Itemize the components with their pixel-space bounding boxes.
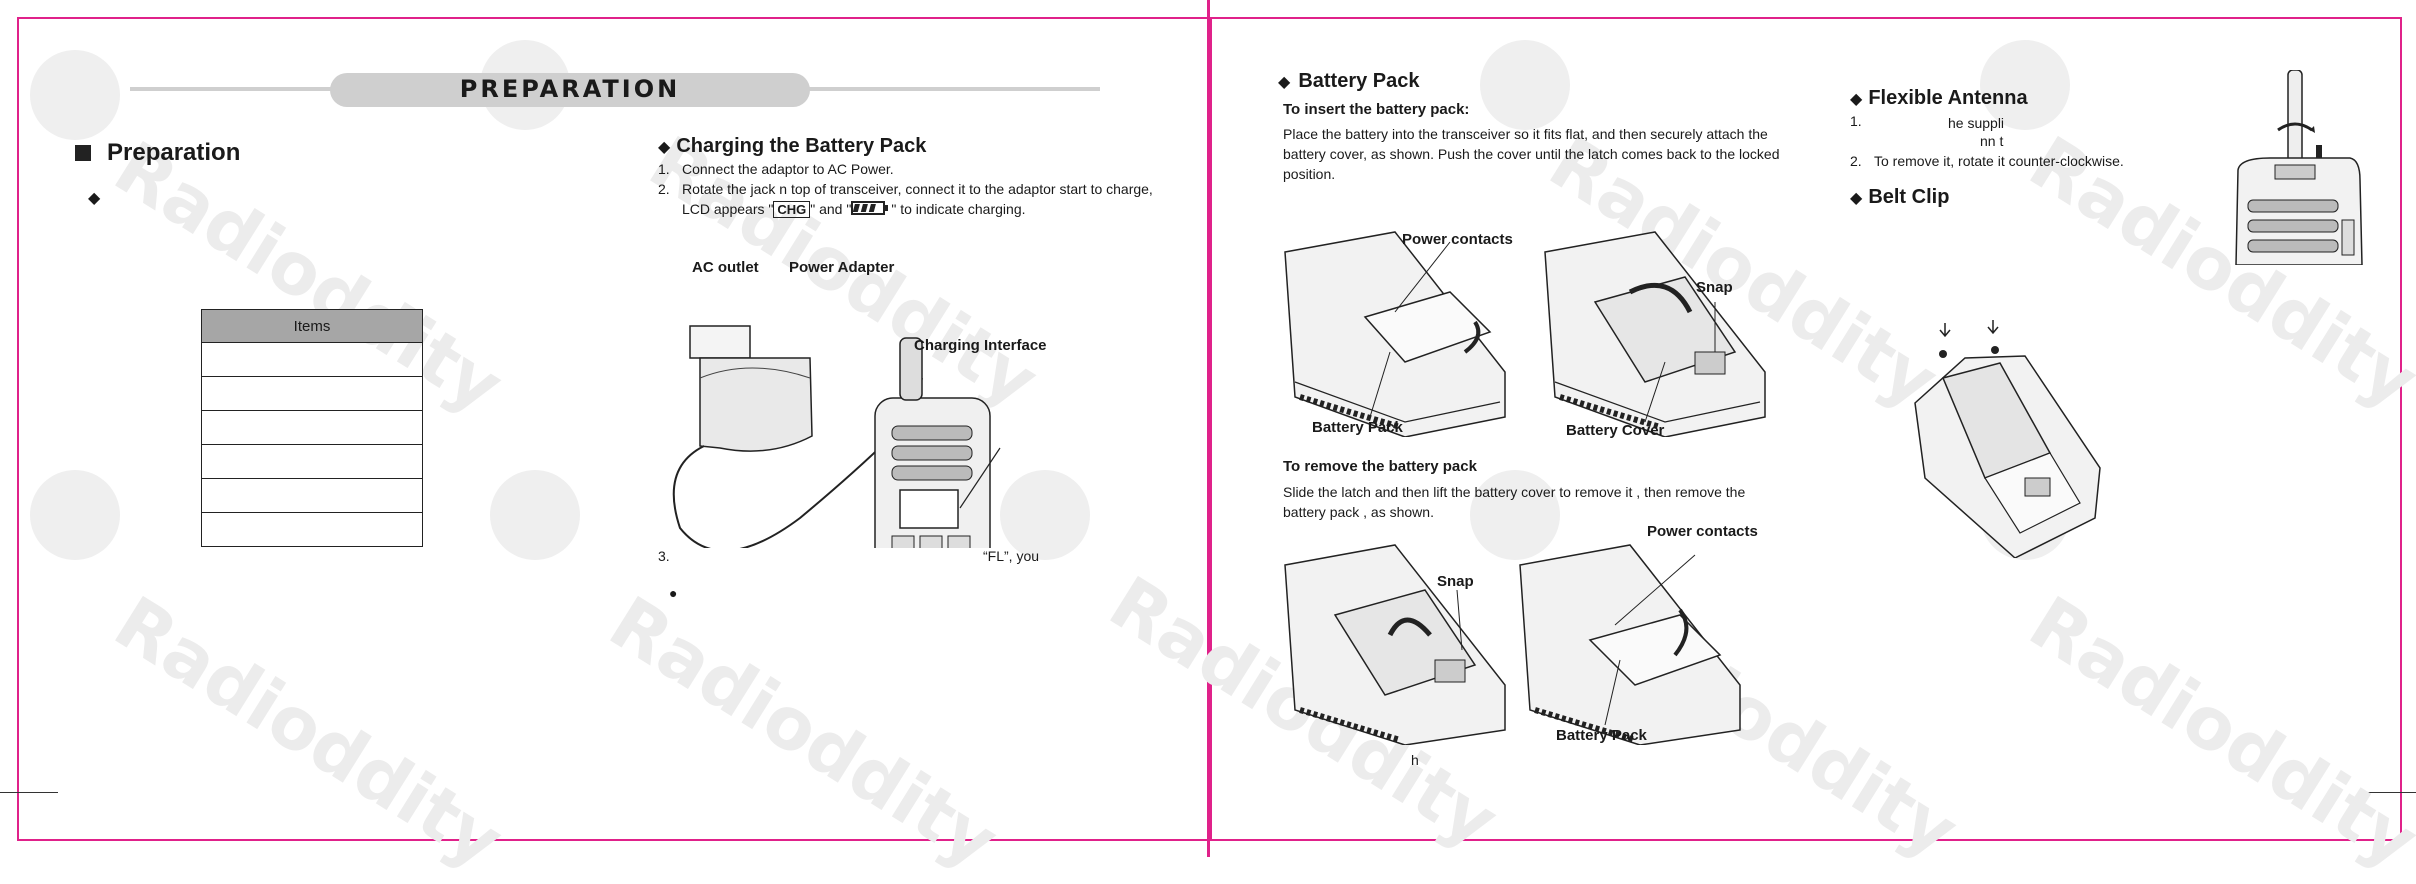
antenna-step-1-line-1: he suppli bbox=[1948, 115, 2005, 131]
remove-heading: To remove the battery pack bbox=[1283, 458, 1477, 475]
belt-clip-heading: ◆ Belt Clip bbox=[1850, 186, 1949, 209]
crop-mark-left bbox=[0, 792, 58, 793]
snap-label: Snap bbox=[1437, 573, 1474, 590]
insert-text: Place the battery into the transceiver s… bbox=[1283, 126, 1780, 182]
antenna-title: Flexible Antenna bbox=[1868, 87, 2028, 109]
battery-insert-illustration bbox=[1284, 231, 1766, 437]
belt-clip-title: Belt Clip bbox=[1868, 186, 1950, 208]
bullet-icon: ● bbox=[669, 585, 678, 601]
battery-pack-label: Battery Pack bbox=[1556, 727, 1647, 744]
remove-text: Slide the latch and then lift the batter… bbox=[1283, 484, 1746, 520]
antenna-step-1-line-2: nn t bbox=[1980, 133, 2004, 149]
charging-title: Charging the Battery Pack bbox=[676, 135, 927, 157]
battery-cover-label: Battery Cover bbox=[1566, 422, 1665, 439]
diamond-bullet-icon: ◆ bbox=[88, 190, 101, 207]
charging-illustration bbox=[672, 325, 1001, 548]
watermark-logo-icon bbox=[1000, 470, 1090, 560]
ac-outlet-label: AC outlet bbox=[692, 259, 759, 276]
chg-indicator: CHG bbox=[773, 201, 811, 218]
table-row bbox=[201, 444, 423, 479]
diamond-bullet-icon: ◆ bbox=[658, 138, 671, 156]
charging-step-1: 1. Connect the adaptor to AC Power. bbox=[658, 159, 1158, 179]
step-text: To remove it, rotate it counter-clockwis… bbox=[1874, 153, 2124, 169]
footer-fragment: h bbox=[1411, 752, 1419, 768]
watermark-logo-icon bbox=[1470, 470, 1560, 560]
table-row bbox=[201, 478, 423, 513]
watermark-logo-icon bbox=[30, 470, 120, 560]
table-row bbox=[201, 342, 423, 377]
table-header: Items bbox=[201, 309, 423, 343]
step-text: Connect the adaptor to AC Power. bbox=[682, 161, 894, 177]
watermark-logo-icon bbox=[490, 470, 580, 560]
battery-pack-label: Battery Pack bbox=[1312, 419, 1403, 436]
step-number: 2. bbox=[658, 181, 670, 197]
table-row bbox=[201, 376, 423, 411]
page-fold-line bbox=[1207, 0, 1210, 857]
charging-step-3-number: 3. bbox=[658, 548, 670, 564]
belt-clip-illustration bbox=[1914, 320, 2101, 558]
power-contacts-label: Power contacts bbox=[1647, 523, 1758, 540]
step-text-part: " to indicate charging. bbox=[891, 201, 1026, 217]
charging-heading: ◆ Charging the Battery Pack bbox=[658, 135, 926, 158]
snap-label: Snap bbox=[1696, 279, 1733, 296]
antenna-step-1-number: 1. bbox=[1850, 113, 1862, 129]
square-bullet-icon bbox=[75, 145, 91, 161]
power-contacts-label: Power contacts bbox=[1402, 231, 1513, 248]
antenna-illustration bbox=[2235, 70, 2363, 265]
battery-remove-illustration bbox=[1284, 544, 1741, 745]
step-text-part: Rotate the jack n top of transceiver, co… bbox=[682, 181, 1153, 217]
step-number: 2. bbox=[1850, 153, 1862, 169]
battery-level-icon bbox=[851, 200, 891, 221]
step-text: Rotate the jack n top of transceiver, co… bbox=[682, 179, 1158, 221]
antenna-heading: ◆ Flexible Antenna bbox=[1850, 87, 2028, 110]
section-heading: Preparation bbox=[75, 139, 240, 167]
header-pill bbox=[330, 73, 810, 107]
diamond-bullet-icon: ◆ bbox=[1278, 73, 1291, 91]
power-adapter-label: Power Adapter bbox=[789, 259, 895, 276]
insert-heading: To insert the battery pack: bbox=[1283, 101, 1470, 118]
watermark-logo-icon bbox=[1480, 40, 1570, 130]
crop-mark-right bbox=[2360, 792, 2416, 793]
charging-interface-label: Charging Interface bbox=[914, 337, 1047, 354]
items-table: Items bbox=[201, 309, 423, 547]
step-number: 1. bbox=[658, 161, 670, 177]
table-row bbox=[201, 410, 423, 445]
section-title: Preparation bbox=[107, 139, 241, 166]
charging-step-3-text: “FL”, you bbox=[983, 548, 1040, 564]
page-title: PREPARATION bbox=[459, 75, 681, 103]
battery-title: Battery Pack bbox=[1298, 70, 1420, 92]
right-page-border bbox=[1210, 17, 2402, 841]
battery-heading: ◆ Battery Pack bbox=[1278, 70, 1420, 93]
antenna-step-2: 2. To remove it, rotate it counter-clockw… bbox=[1850, 151, 2124, 171]
step-text-part: " and " bbox=[810, 201, 852, 217]
table-row bbox=[201, 512, 423, 547]
watermark-logo-icon bbox=[30, 50, 120, 140]
watermark-logo-icon bbox=[1980, 40, 2070, 130]
diamond-bullet-icon: ◆ bbox=[1850, 189, 1863, 207]
charging-step-2: 2. Rotate the jack n top of transceiver,… bbox=[658, 179, 1158, 221]
diamond-bullet-icon: ◆ bbox=[1850, 90, 1863, 108]
